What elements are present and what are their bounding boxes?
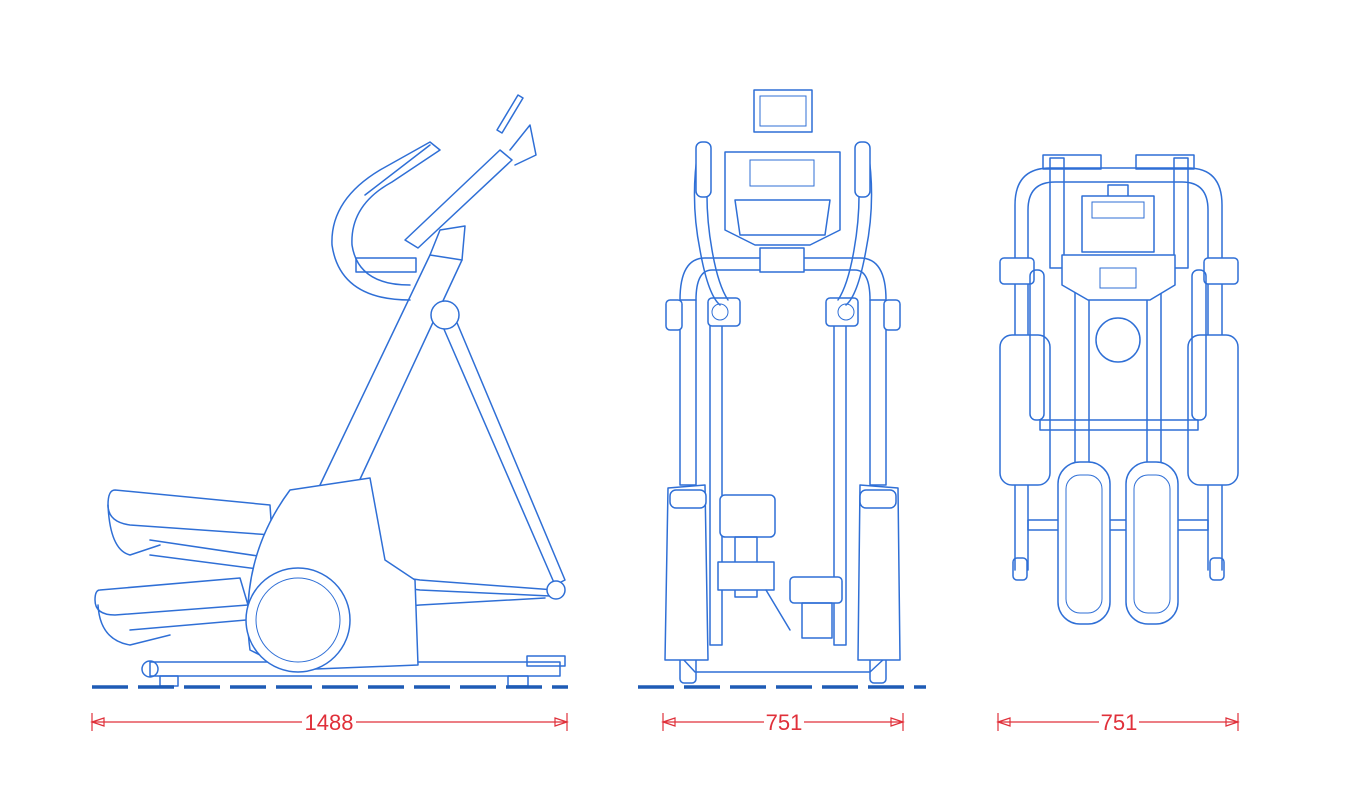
front-base-frame bbox=[681, 657, 886, 673]
top-left-inner-arm bbox=[1029, 269, 1045, 421]
front-drive-bearing bbox=[789, 576, 843, 604]
top-outer-frame-inner bbox=[1027, 181, 1209, 571]
side-rear-wheel bbox=[141, 660, 159, 678]
top-left-handle bbox=[1042, 154, 1102, 170]
top-left-upright bbox=[1049, 157, 1065, 269]
front-left-handlebar bbox=[693, 149, 721, 306]
top-right-pedal-column bbox=[1187, 334, 1239, 486]
front-right-pivot-bolt bbox=[837, 303, 855, 321]
side-base-rail bbox=[149, 661, 561, 677]
side-moving-arm bbox=[404, 149, 513, 249]
front-left-pivot bbox=[707, 297, 741, 327]
side-upper-pedal-cradle bbox=[107, 504, 161, 556]
side-pivot-joint bbox=[430, 300, 460, 330]
top-right-handle bbox=[1135, 154, 1195, 170]
side-lower-pedal-arm bbox=[129, 597, 546, 631]
front-console-lower bbox=[734, 199, 831, 236]
top-view bbox=[999, 154, 1239, 625]
top-right-inner-arm bbox=[1191, 269, 1207, 421]
side-front-foot bbox=[507, 675, 529, 687]
front-left-pivot-cap bbox=[665, 299, 683, 331]
top-center-right-rail bbox=[1146, 289, 1162, 471]
front-right-arm bbox=[869, 299, 887, 486]
top-left-pedal-tread bbox=[1065, 474, 1103, 614]
dimension-front-right-arrow bbox=[890, 717, 905, 727]
top-right-upright bbox=[1173, 157, 1189, 269]
front-right-pedal-column bbox=[857, 484, 901, 661]
side-flywheel-cover-outer bbox=[245, 567, 351, 673]
top-center-left-rail bbox=[1074, 289, 1090, 471]
dimension-side-right-arrow bbox=[554, 717, 569, 727]
front-right-handlebar bbox=[845, 149, 873, 306]
side-console bbox=[496, 94, 524, 134]
side-lower-pedal-cradle bbox=[97, 604, 171, 646]
top-cross-bar bbox=[1039, 419, 1199, 431]
front-view bbox=[638, 89, 926, 689]
side-handlebar bbox=[331, 141, 441, 301]
side-upper-pedal-arm-edge bbox=[149, 554, 551, 597]
front-right-grip bbox=[854, 141, 871, 198]
top-flywheel bbox=[1095, 317, 1141, 363]
dimension-top-right-arrow bbox=[1225, 717, 1240, 727]
side-view bbox=[92, 94, 568, 689]
front-display-screen bbox=[759, 95, 807, 127]
top-console-cap bbox=[1107, 184, 1129, 198]
side-swing-arm-joint bbox=[546, 580, 566, 600]
side-flywheel-cover-inner bbox=[255, 577, 341, 663]
side-upper-pedal-arm bbox=[149, 539, 556, 591]
side-main-mast bbox=[319, 254, 463, 491]
dimension-side-left-arrow bbox=[90, 717, 105, 727]
side-swing-arm bbox=[439, 317, 566, 586]
side-front-stabilizer bbox=[526, 655, 566, 667]
front-left-pedal bbox=[669, 489, 707, 509]
front-console-stem bbox=[759, 247, 805, 273]
dimension-front-left-arrow bbox=[661, 717, 676, 727]
dimension-top: 751 bbox=[996, 710, 1240, 735]
front-left-pivot-bolt bbox=[711, 303, 729, 321]
top-outer-frame bbox=[1014, 167, 1223, 571]
dimension-top-label: 751 bbox=[1101, 710, 1138, 735]
side-mast-head bbox=[429, 225, 466, 261]
front-right-pivot bbox=[825, 297, 859, 327]
dimension-side-label: 1488 bbox=[305, 710, 354, 735]
dimension-front: 751 bbox=[661, 710, 905, 735]
top-console-screen bbox=[1091, 201, 1145, 219]
top-console-panel bbox=[1099, 267, 1137, 289]
top-right-arm-cap bbox=[1203, 257, 1239, 285]
front-left-rail bbox=[709, 324, 723, 646]
front-console bbox=[724, 151, 841, 246]
side-lower-pedal bbox=[94, 577, 249, 616]
top-right-foot bbox=[1209, 557, 1225, 581]
front-upper-frame-inner bbox=[695, 269, 871, 301]
front-left-grip bbox=[695, 141, 712, 198]
dimension-front-label: 751 bbox=[766, 710, 803, 735]
top-right-pedal bbox=[1125, 461, 1179, 625]
front-drive-crank bbox=[801, 602, 833, 639]
dimension-side: 1488 bbox=[90, 710, 569, 735]
front-drive-link bbox=[765, 589, 791, 631]
top-right-pedal-tread bbox=[1133, 474, 1171, 614]
side-upper-pedal bbox=[107, 489, 273, 536]
side-console-base bbox=[355, 257, 417, 273]
front-right-pivot-cap bbox=[883, 299, 901, 331]
front-console-panel bbox=[749, 159, 815, 187]
top-console bbox=[1081, 195, 1155, 253]
front-left-arm bbox=[679, 299, 697, 486]
front-left-pedal-column bbox=[664, 484, 709, 661]
dimension-top-left-arrow bbox=[996, 717, 1011, 727]
front-drive-housing bbox=[719, 494, 776, 538]
top-left-arm-cap bbox=[999, 257, 1035, 285]
top-base-bar bbox=[1027, 519, 1209, 531]
side-handlebar-grip bbox=[364, 144, 431, 196]
front-display bbox=[753, 89, 813, 133]
top-left-pedal-column bbox=[999, 334, 1051, 486]
top-left-pedal bbox=[1057, 461, 1111, 625]
top-console-base bbox=[1061, 254, 1176, 301]
front-drive-axle bbox=[717, 561, 775, 591]
side-rear-foot bbox=[159, 675, 179, 687]
front-right-pedal bbox=[859, 489, 897, 509]
top-left-foot bbox=[1012, 557, 1028, 581]
side-console-mount bbox=[509, 124, 537, 166]
